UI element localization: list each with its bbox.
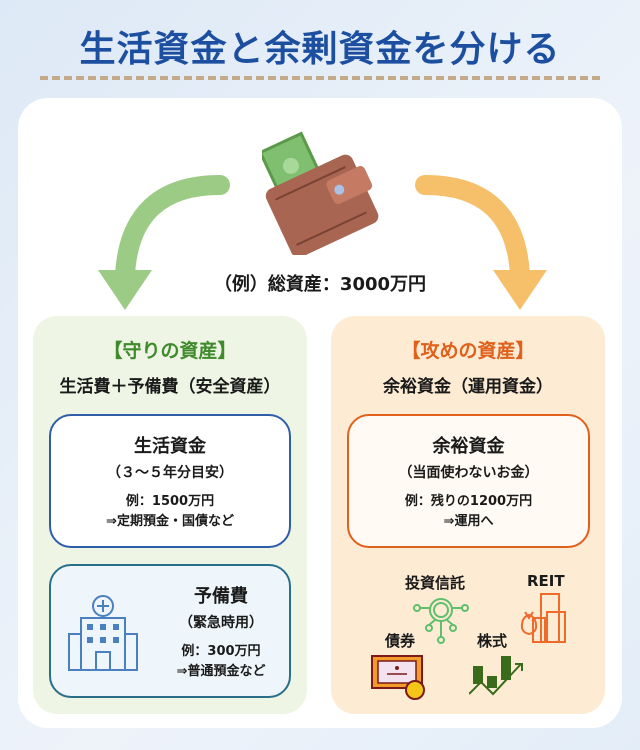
- bond-icon: [371, 655, 425, 700]
- reit-label: REIT: [527, 572, 565, 590]
- box-destination: ⇒運用へ: [443, 514, 494, 529]
- box-sub: （３～５年分目安）: [107, 465, 233, 481]
- stock-chart-icon: [469, 656, 523, 696]
- box-sub: （緊急時用）: [179, 615, 263, 631]
- investment-trust-label: 投資信託: [405, 574, 466, 592]
- wallet-icon: [262, 131, 379, 255]
- page-title: 生活資金と余剰資金を分ける: [79, 29, 561, 70]
- total-assets: （例）総資産：3000万円: [213, 274, 427, 295]
- right-heading: 【攻めの資産】: [401, 340, 535, 362]
- box-title: 生活資金: [134, 436, 206, 457]
- box-example: 例：残りの1200万円: [404, 494, 533, 509]
- orange-arrow-icon: [415, 175, 547, 310]
- bond-label: 債券: [385, 632, 416, 650]
- offensive-assets-panel: 【攻めの資産】 余裕資金（運用資金） 余裕資金 （当面使わないお金） 例：残りの…: [331, 316, 605, 714]
- box-example: 例：300万円: [181, 644, 261, 659]
- left-heading: 【守りの資産】: [103, 340, 237, 362]
- stock-label: 株式: [477, 632, 508, 650]
- reserve-funds-box: 予備費 （緊急時用） 例：300万円 ⇒普通預金など: [49, 564, 291, 698]
- left-subtitle: 生活費＋予備費（安全資産）: [59, 377, 281, 397]
- box-example: 例：1500万円: [125, 494, 215, 509]
- box-title: 余裕資金: [432, 436, 505, 457]
- box-title: 予備費: [194, 586, 248, 607]
- box-destination: ⇒普通預金など: [176, 664, 266, 679]
- hospital-icon: [68, 595, 138, 671]
- defensive-assets-panel: 【守りの資産】 生活費＋予備費（安全資産） 生活資金 （３～５年分目安） 例：1…: [33, 316, 307, 714]
- surplus-funds-box: 余裕資金 （当面使わないお金） 例：残りの1200万円 ⇒運用へ: [347, 414, 590, 548]
- investment-trust-icon: [413, 598, 469, 644]
- green-arrow-icon: [98, 175, 230, 310]
- divider: [40, 76, 600, 80]
- box-sub: （当面使わないお金）: [398, 465, 539, 481]
- reit-icon: [520, 593, 566, 643]
- box-destination: ⇒定期預金・国債など: [106, 514, 234, 529]
- living-funds-box: 生活資金 （３～５年分目安） 例：1500万円 ⇒定期預金・国債など: [49, 414, 291, 548]
- right-subtitle: 余裕資金（運用資金）: [383, 377, 553, 397]
